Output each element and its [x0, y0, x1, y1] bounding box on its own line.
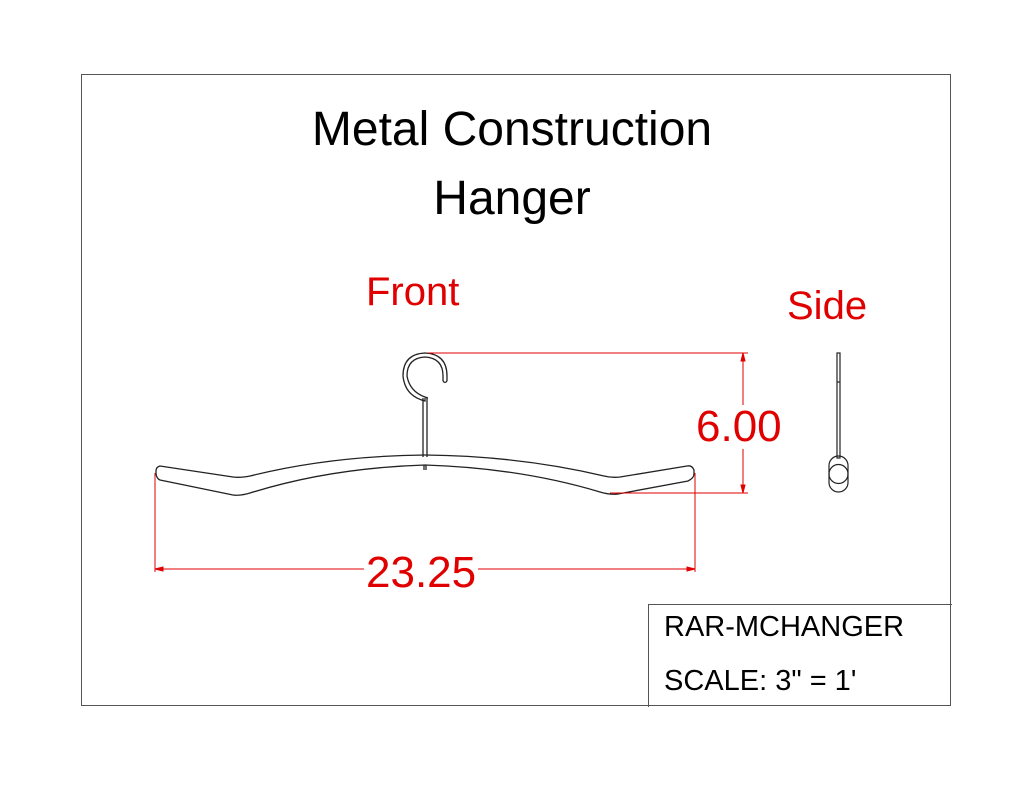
drawing-scale: SCALE: 3" = 1': [664, 665, 857, 697]
drawing-border: [81, 74, 951, 706]
dimension-lines: [154, 352, 748, 572]
drawing-title-line1: Metal Construction: [311, 103, 713, 156]
title-block: RAR-MCHANGER SCALE: 3" = 1': [648, 604, 952, 707]
hanger-bar: [155, 454, 695, 496]
part-number: RAR-MCHANGER: [664, 611, 905, 643]
drawing-title-line2: Hanger: [433, 172, 591, 225]
side-view-hanger: [828, 352, 849, 493]
height-dimension: 6.00: [694, 402, 784, 451]
front-view-hanger: [155, 352, 695, 496]
width-dimension: 23.25: [364, 548, 479, 597]
side-view-label: Side: [787, 284, 868, 328]
hook-icon: [402, 352, 448, 457]
front-view-label: Front: [366, 270, 460, 314]
